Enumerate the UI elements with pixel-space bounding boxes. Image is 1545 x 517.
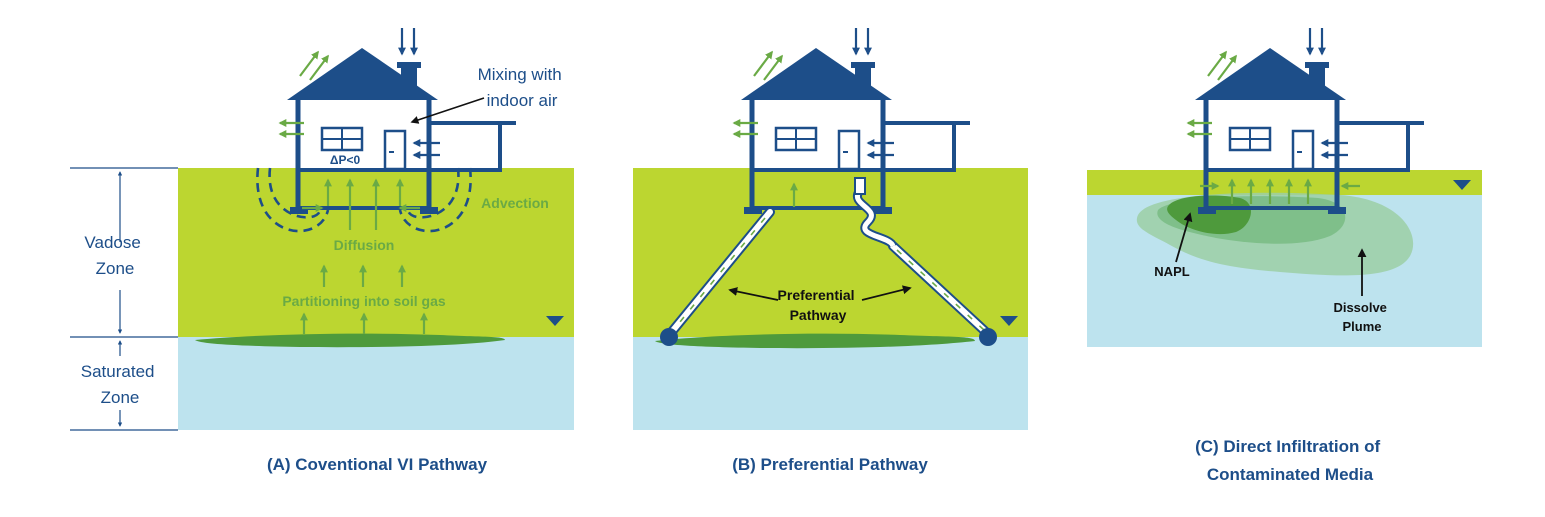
caption-a: (A) Coventional VI Pathway <box>267 455 488 474</box>
partitioning-label: Partitioning into soil gas <box>282 293 446 309</box>
caption-c: (C) Direct Infiltration of Contaminated … <box>1195 437 1385 484</box>
slab-arrows-c <box>1200 178 1360 204</box>
groundwater-b <box>633 337 1028 430</box>
air-arrows-b <box>732 28 894 207</box>
caption-b: (B) Preferential Pathway <box>732 455 928 474</box>
slab-arrows-a <box>300 178 428 334</box>
utility-pipe-left <box>660 207 775 346</box>
mixing-label: Mixing with indoor air <box>478 65 567 110</box>
house-c <box>1195 48 1424 214</box>
water-table-marker-b <box>1000 316 1018 326</box>
dissolve-plume-label: Dissolve Plume <box>1333 300 1390 334</box>
house-a <box>287 48 516 214</box>
water-table-marker-c <box>1453 180 1471 190</box>
contaminant-layer-a <box>195 333 505 348</box>
vadose-zone-label: Vadose Zone <box>84 233 145 278</box>
napl-label: NAPL <box>1154 264 1189 279</box>
panel-b: Preferential Pathway <box>633 28 1028 430</box>
napl-body <box>1167 195 1252 235</box>
water-table-marker-a <box>546 316 564 326</box>
panel-a: ΔP<0 Mixing with indoor air <box>178 28 574 430</box>
house-b <box>741 48 970 214</box>
preferential-pathway-label: Preferential Pathway <box>778 287 859 323</box>
vadose-soil-c <box>1087 170 1482 195</box>
advection-label: Advection <box>481 195 549 211</box>
air-arrows-c <box>1186 28 1348 159</box>
utility-pipe-right <box>853 177 997 346</box>
pressure-label: ΔP<0 <box>330 153 361 167</box>
diffusion-label: Diffusion <box>334 237 395 253</box>
advection-flow-lines <box>256 167 472 233</box>
air-arrows-a <box>278 28 440 159</box>
contaminant-layer-b <box>655 333 975 349</box>
saturated-zone-label: Saturated Zone <box>81 362 159 407</box>
panel-c: NAPL Dissolve Plume <box>1087 28 1482 347</box>
zone-scale <box>70 167 178 431</box>
groundwater-a <box>178 337 574 430</box>
